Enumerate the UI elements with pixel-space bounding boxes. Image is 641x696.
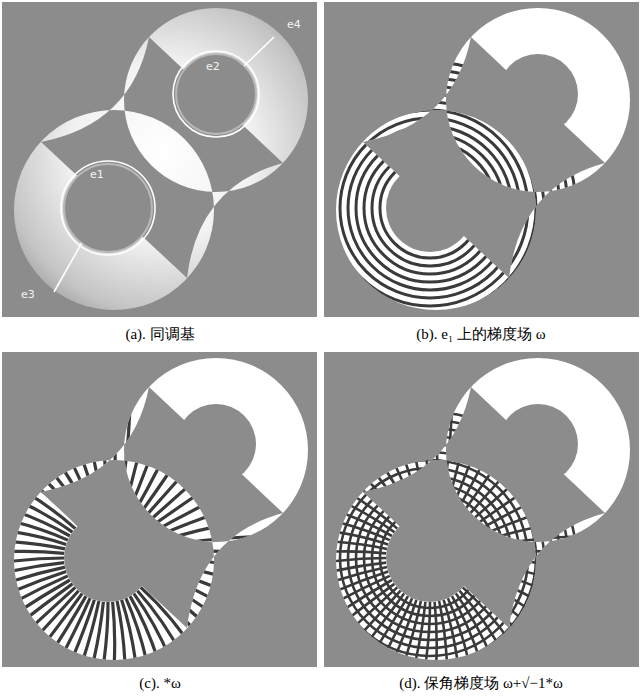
- conjugate-spoke: [281, 563, 387, 586]
- conjugate-spoke: [110, 602, 115, 696]
- conjugate-spoke: [113, 406, 116, 514]
- conjugate-spoke: [0, 567, 65, 599]
- conjugate-spoke: [0, 551, 64, 556]
- conjugate-spoke: [279, 558, 386, 571]
- conjugate-spoke: [281, 527, 388, 545]
- conjugate-spoke: [81, 602, 103, 696]
- gradient-ring: [332, 110, 528, 306]
- conjugate-spoke: [46, 419, 94, 516]
- gradient-ring: [340, 118, 520, 298]
- conjugate-spoke: [306, 471, 398, 529]
- panel-caption: (d). 保角梯度场 ω+√−1*ω: [399, 674, 563, 692]
- conjugate-spoke: [0, 572, 66, 613]
- conjugate-spoke: [474, 551, 582, 554]
- conjugate-spoke: [31, 427, 90, 518]
- panel-caption: (c). *ω: [139, 674, 181, 692]
- panel-caption: (a). 同调基: [125, 325, 194, 343]
- conjugate-spoke: [290, 498, 392, 536]
- conjugate-spoke: [328, 591, 401, 671]
- conjugate-spoke: [435, 406, 438, 514]
- conjugate-spoke: [468, 580, 552, 649]
- conjugate-spoke: [459, 591, 517, 683]
- conjugate-spoke: [288, 572, 388, 613]
- conjugate-spoke: [117, 601, 125, 696]
- conjugate-spoke: [6, 591, 79, 671]
- basis-label: e1: [90, 168, 104, 181]
- conjugate-spoke: [0, 512, 68, 540]
- conjugate-spoke: [117, 408, 130, 515]
- conjugate-spoke: [301, 580, 392, 638]
- conjugate-spoke: [473, 567, 575, 604]
- conjugate-spoke: [470, 502, 571, 540]
- conjugate-spoke: [294, 576, 390, 626]
- conjugate-spoke: [439, 408, 452, 515]
- conjugate-spoke: [0, 471, 75, 529]
- conjugate-spoke: [17, 436, 86, 520]
- gradient-ring: [372, 150, 488, 266]
- panel-c: [0, 352, 317, 696]
- basis-label: e3: [21, 288, 35, 301]
- gradient-ring: [348, 126, 512, 290]
- conjugate-spoke: [146, 486, 242, 536]
- conjugate-spoke: [0, 458, 79, 525]
- conjugate-spoke: [473, 536, 581, 549]
- gradient-ring: [364, 142, 496, 274]
- conjugate-spoke: [146, 580, 230, 649]
- panel-caption: (b). e₁ 上的梯度场 ω: [416, 325, 545, 343]
- gradient-ring: [324, 102, 536, 314]
- conjugate-spoke: [0, 584, 72, 650]
- conjugate-spoke: [152, 558, 259, 571]
- conjugate-spoke: [417, 407, 430, 515]
- conjugate-spoke: [278, 551, 386, 556]
- gradient-ring: [380, 508, 480, 608]
- conjugate-spoke: [384, 413, 421, 515]
- conjugate-spoke: [0, 558, 64, 571]
- basis-label: e4: [287, 18, 301, 31]
- gradient-ring: [316, 94, 544, 322]
- gradient-ring: [380, 158, 480, 258]
- gradient-ring: [356, 134, 504, 282]
- conjugate-spoke: [122, 411, 148, 516]
- panel-b: [284, 2, 639, 354]
- conjugate-spoke: [151, 567, 253, 604]
- conjugate-spoke: [297, 484, 394, 532]
- conjugate-spoke: [318, 587, 397, 660]
- conjugate-spoke: [78, 409, 103, 514]
- conjugate-spoke: [151, 536, 259, 549]
- conjugate-spoke: [152, 551, 260, 554]
- conjugate-spoke: [0, 580, 70, 638]
- conjugate-spoke: [5, 446, 82, 522]
- conjugate-spoke: [470, 576, 561, 635]
- gradient-ring: [372, 500, 488, 616]
- conjugate-spoke: [368, 419, 416, 516]
- basis-label: e2: [206, 60, 220, 73]
- panel-d: [278, 352, 639, 696]
- conjugate-spoke: [400, 409, 425, 514]
- conjugate-spoke: [444, 411, 470, 516]
- conjugate-spoke: [95, 407, 108, 515]
- conjugate-spoke: [137, 591, 195, 683]
- conjugate-spoke: [339, 436, 408, 520]
- conjugate-spoke: [0, 563, 64, 586]
- conjugate-spoke: [141, 587, 208, 672]
- conjugate-spoke: [474, 558, 581, 571]
- conjugate-spoke: [284, 567, 387, 599]
- panel-a: [2, 2, 317, 317]
- conjugate-spoke: [148, 576, 239, 635]
- conjugate-spoke: [316, 458, 401, 525]
- conjugate-spoke: [353, 427, 412, 518]
- conjugate-spoke: [148, 502, 249, 540]
- conjugate-spoke: [0, 484, 72, 532]
- gradient-ring: [316, 444, 544, 672]
- conjugate-spoke: [279, 541, 387, 549]
- conjugate-spoke: [468, 486, 564, 536]
- conjugate-spoke: [463, 587, 530, 672]
- conjugate-spoke: [327, 446, 404, 522]
